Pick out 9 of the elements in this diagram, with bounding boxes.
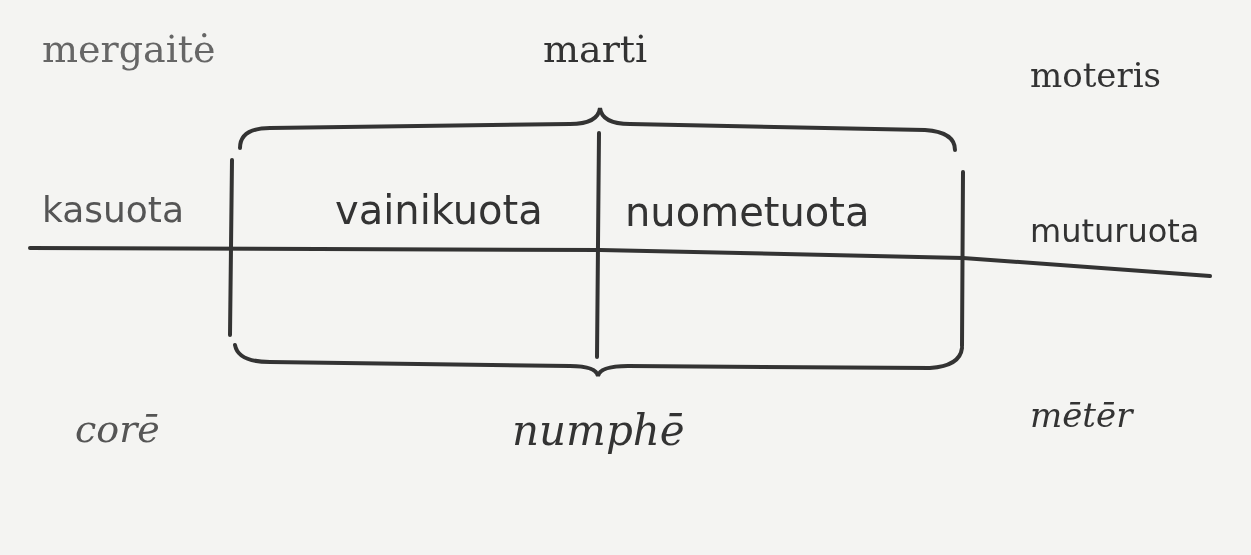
word-label: mētēr (1030, 398, 1133, 432)
word-label: nuometuota (625, 192, 870, 232)
word-label: moteris (1030, 58, 1162, 92)
word-label: marti (543, 30, 648, 68)
word-label: kasuota (42, 192, 185, 228)
word-label: numphē (512, 410, 685, 452)
word-label: muturuota (1030, 215, 1200, 247)
word-label: vainikuota (335, 190, 543, 230)
word-label: corē (75, 410, 160, 448)
